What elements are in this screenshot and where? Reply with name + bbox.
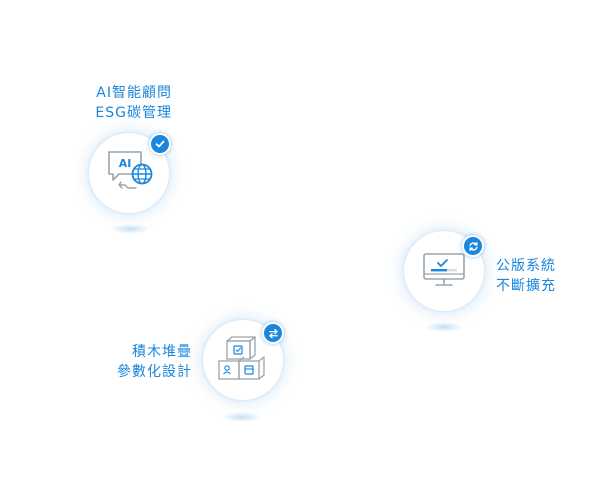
monitor-progress-icon [423,253,465,286]
check-icon [149,133,171,155]
feature-label-modular: 積木堆疊 參數化設計 [100,342,192,382]
ai-chat-globe-icon: AI [108,151,153,189]
feature-label-line1: 公版系統 [496,258,556,274]
circle-shadow [424,322,464,332]
feature-label-line2: 參數化設計 [117,364,192,380]
stacked-boxes-icon [218,336,265,380]
feature-label-line2: ESG碳管理 [95,105,172,121]
feature-label-line1: AI智能顧問 [96,85,172,101]
refresh-icon [462,235,484,257]
svg-text:AI: AI [119,157,132,170]
feature-label-line2: 不斷擴充 [496,278,556,294]
swap-arrows-icon [262,322,284,344]
feature-label-ai-esg: AI智能顧問 ESG碳管理 [84,83,172,123]
feature-label-line1: 積木堆疊 [132,344,192,360]
circle-shadow [110,224,150,234]
feature-label-public-version: 公版系統 不斷擴充 [496,256,556,296]
circle-shadow [222,412,262,422]
